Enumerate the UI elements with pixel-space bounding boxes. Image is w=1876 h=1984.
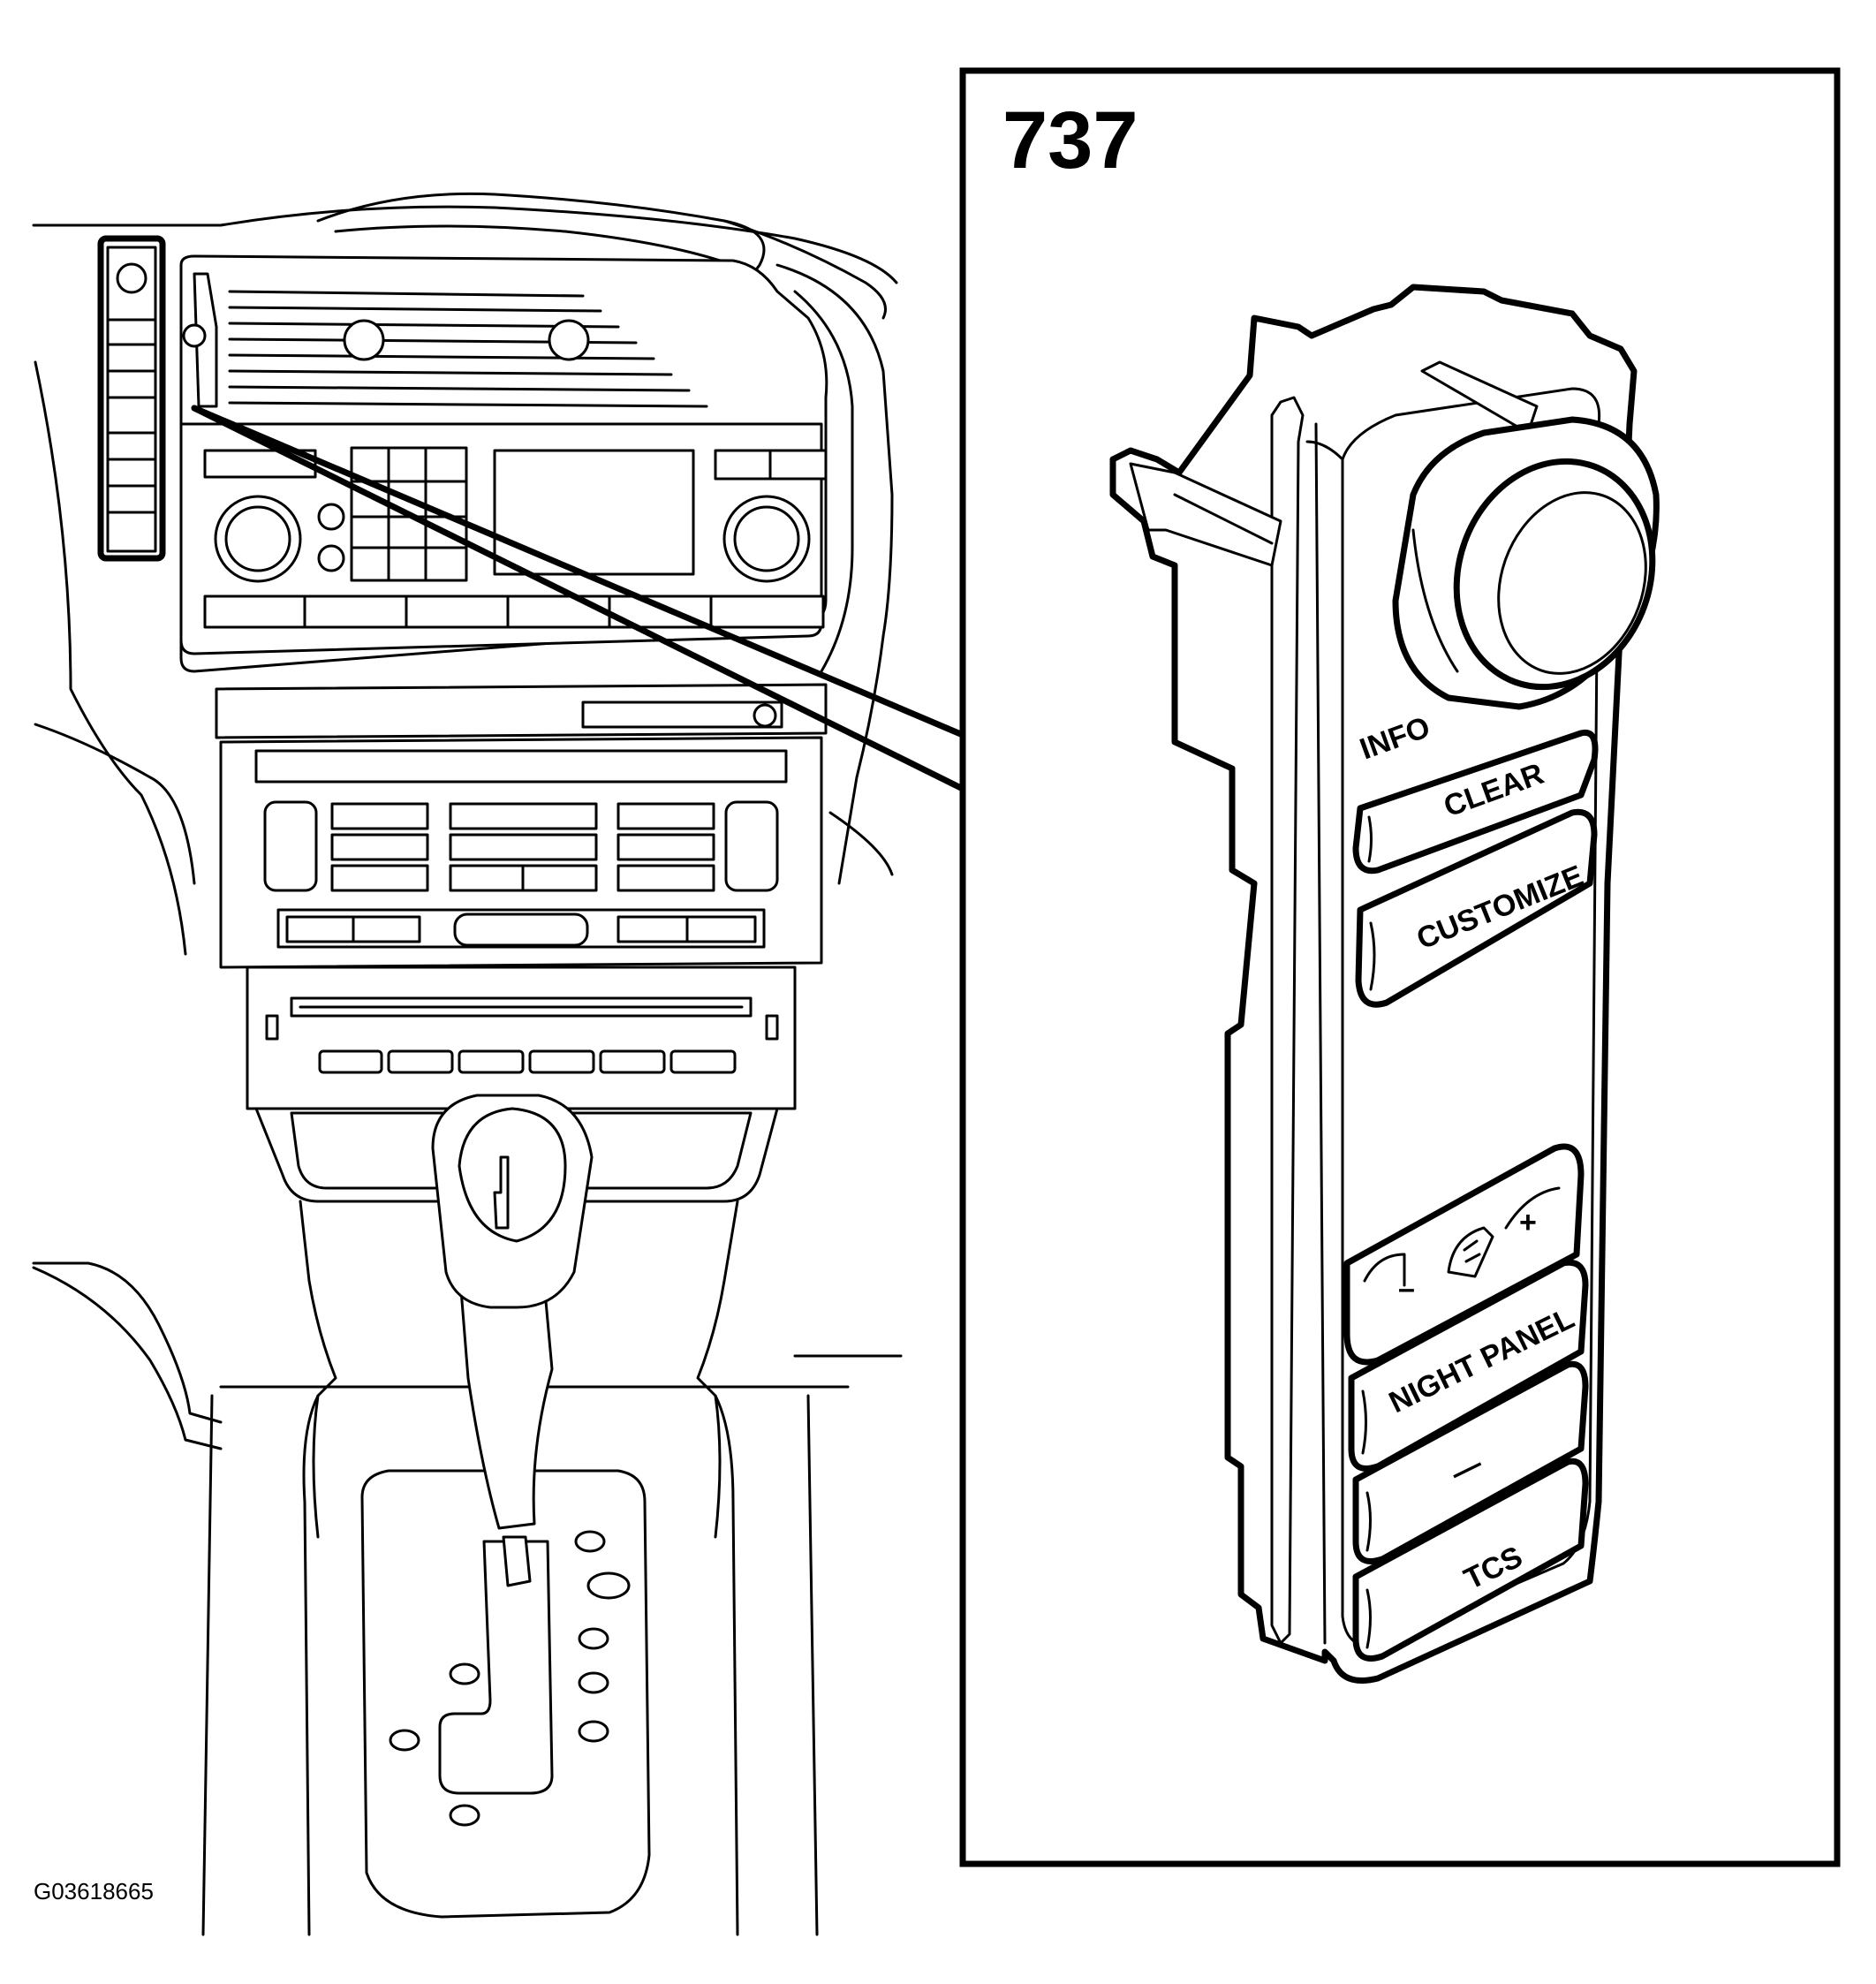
figure-id: G03618665 [34, 1878, 154, 1904]
vent-slats [182, 272, 708, 408]
rotary-knob-icon [1392, 416, 1660, 710]
instrument-lighting-icon [1447, 1226, 1494, 1278]
callout-box: 737 INFO [959, 67, 1841, 1867]
dimmer-minus-icon: – [1398, 1272, 1415, 1306]
dashboard-overview [32, 192, 966, 1936]
radio-unit [179, 254, 828, 673]
minus-button[interactable]: — [1352, 1360, 1589, 1564]
dimmer-rocker[interactable]: – + [1343, 1143, 1585, 1366]
headlight-switch [97, 235, 166, 562]
callout-number: 737 [1002, 95, 1138, 186]
cd-panel [246, 965, 797, 1110]
switch-panel: INFO CLEAR CUSTOMIZE – [1109, 284, 1660, 1684]
climate-panel [215, 683, 828, 969]
lower-console [201, 1094, 850, 1936]
dimmer-plus-icon: + [1519, 1206, 1537, 1239]
clear-button[interactable]: CLEAR [1352, 729, 1599, 875]
